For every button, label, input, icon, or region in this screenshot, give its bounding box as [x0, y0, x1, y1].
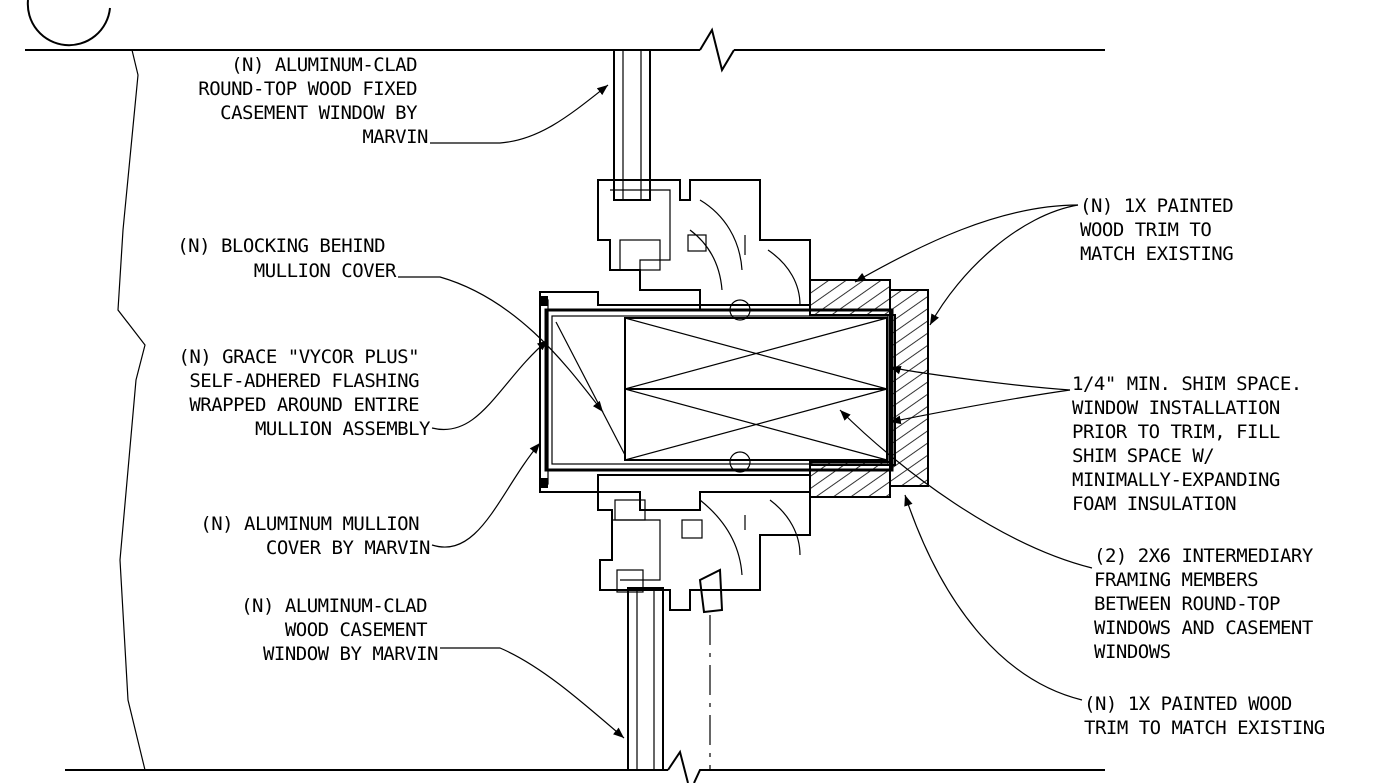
callout-mullion-cover: (N) ALUMINUM MULLION COVER BY MARVIN [200, 513, 430, 559]
callout-flashing: (N) GRACE "VYCOR PLUS" SELF-ADHERED FLAS… [178, 346, 431, 440]
wall-break-line [117, 49, 146, 771]
callout-trim-top: (N) 1X PAINTED WOOD TRIM TO MATCH EXISTI… [1080, 195, 1244, 265]
leader-lines [398, 84, 1093, 739]
upper-window-glass [613, 49, 651, 201]
shim-space-circle [729, 299, 751, 321]
callout-framing: (2) 2X6 INTERMEDIARY FRAMING MEMBERS BET… [1094, 545, 1324, 663]
callout-bottom-window: (N) ALUMINUM-CLAD WOOD CASEMENT WINDOW B… [241, 595, 438, 665]
framing-members [555, 317, 888, 461]
wood-trim [809, 279, 929, 498]
callout-blocking: (N) BLOCKING BEHIND MULLION COVER [177, 235, 397, 282]
lower-window-glass [627, 587, 664, 771]
callout-trim-bottom: (N) 1X PAINTED WOOD TRIM TO MATCH EXISTI… [1084, 693, 1325, 739]
lower-window-frame [597, 491, 811, 614]
callout-shim: 1/4" MIN. SHIM SPACE. WINDOW INSTALLATIO… [1072, 373, 1313, 515]
shim-space-circle [729, 451, 751, 473]
bottom-boundary-line [65, 749, 1105, 783]
callout-top-window: (N) ALUMINUM-CLAD ROUND-TOP WOOD FIXED C… [198, 54, 428, 148]
detail-bubble [26, 0, 111, 47]
top-boundary-line [25, 27, 1105, 73]
